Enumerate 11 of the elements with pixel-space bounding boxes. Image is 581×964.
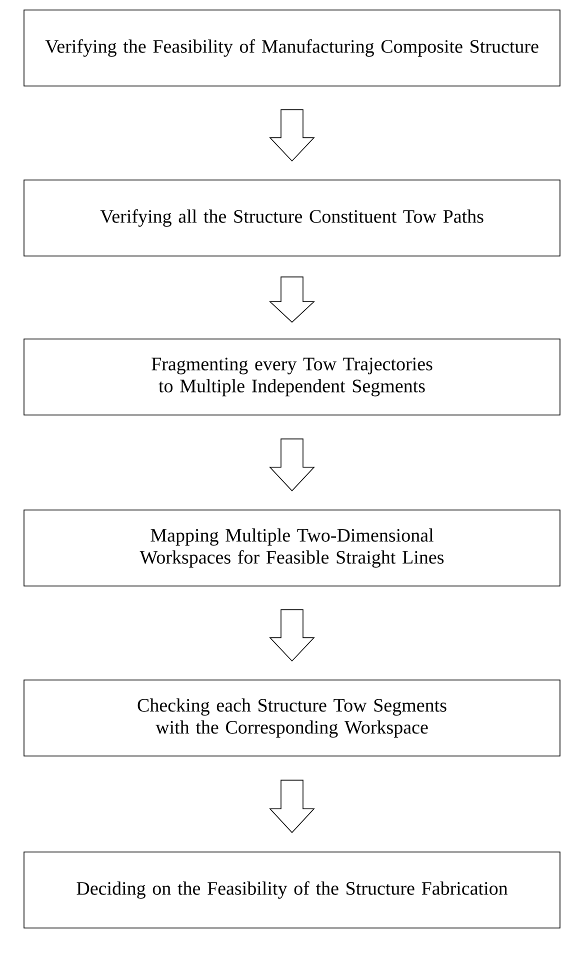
process-box: Fragmenting every Tow Trajectories to Multiple Independent Segments [24,338,560,416]
process-box: Verifying all the Structure Constituent Tow Paths [24,180,560,256]
block-arrow [269,780,315,834]
process-box: Checking each Structure Tow Segments with the Corresponding Workspace [24,680,560,756]
process-box: Deciding on the Feasibility of the Structure Fabrication [24,852,560,928]
process-box: Mapping Multiple Two-Dimensional Workspaces for Feasible Straight Lines [24,510,560,586]
block-arrow [268,276,315,323]
block-arrow [269,438,315,492]
process-box: Verifying the Feasibility of Manufacturing Composite Structure [24,10,560,86]
block-arrow [269,109,315,162]
block-arrow [269,609,315,662]
